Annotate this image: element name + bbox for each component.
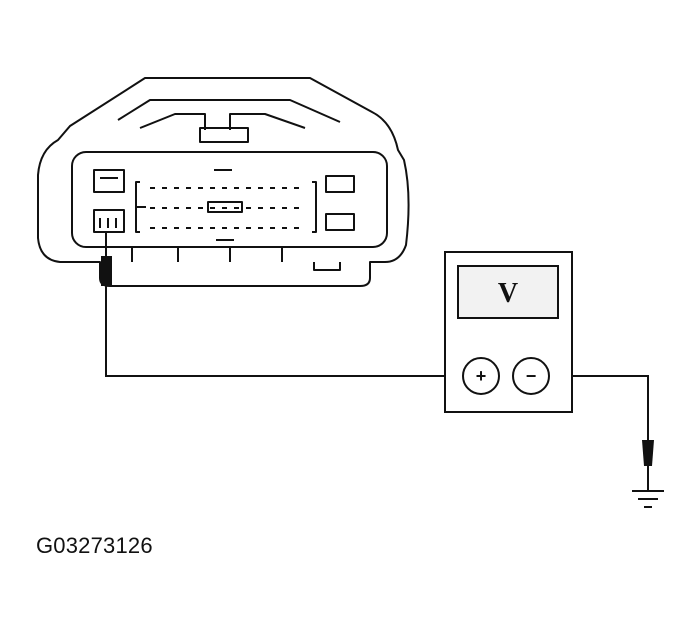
pin-field-bracket-right xyxy=(312,181,317,233)
voltmeter-display-unit: V xyxy=(498,278,518,309)
positive-lead-wire xyxy=(105,286,463,377)
terminal-cavity-detail xyxy=(99,177,118,228)
negative-terminal xyxy=(512,357,550,395)
voltmeter: V + − xyxy=(444,251,573,413)
ground-symbol-icon xyxy=(632,490,664,508)
test-probe-icon xyxy=(101,232,112,286)
figure-id-code: G03273126 xyxy=(36,533,153,558)
connector-latch-ridge xyxy=(139,113,306,130)
negative-lead-wire xyxy=(549,375,649,440)
terminal-cavity-lower-left xyxy=(93,209,125,233)
pin-field-marks xyxy=(214,169,234,241)
positive-terminal-sign: + xyxy=(476,366,487,386)
connector-housing-outline xyxy=(37,77,410,287)
connector-latch-tab xyxy=(199,127,249,143)
terminal-cavity-upper-right xyxy=(325,175,355,193)
terminal-cavity-upper-left xyxy=(93,169,125,193)
ground-probe-icon xyxy=(642,440,654,490)
negative-terminal-sign: − xyxy=(526,366,537,386)
connector-latch xyxy=(117,99,341,123)
voltmeter-display xyxy=(457,265,559,319)
electrical-connector-icon xyxy=(37,77,410,287)
terminal-cavity-lower-right xyxy=(325,213,355,231)
pin-field-bracket-left xyxy=(135,181,146,233)
pin-field-key xyxy=(207,201,243,213)
connector-bottom-ribs xyxy=(131,247,341,271)
positive-terminal xyxy=(462,357,500,395)
